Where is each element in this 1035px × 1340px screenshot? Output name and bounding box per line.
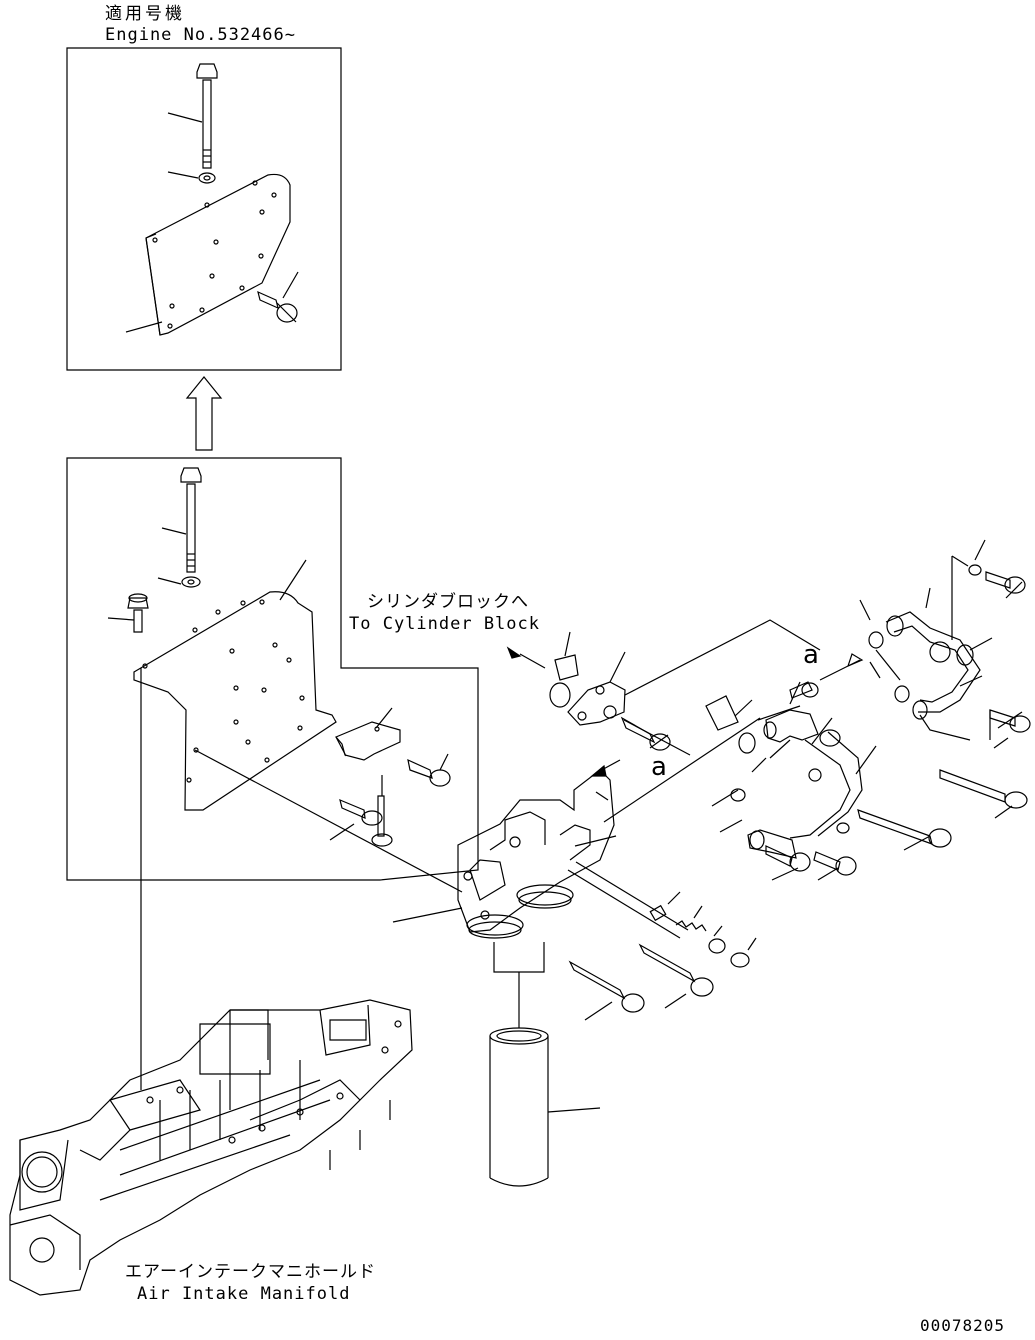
drawing-number: 00078205 <box>920 1316 1006 1335</box>
detail-box-upper <box>67 48 341 370</box>
detail-box-lower <box>67 458 478 880</box>
manifold-label-jp: エアーインテークマニホールド <box>125 1262 376 1282</box>
right-tube-assembly <box>860 540 1030 818</box>
engine-number-label: Engine No.532466~ <box>105 25 296 45</box>
filter-mount-bolts <box>568 862 713 1020</box>
manifold-label-en: Air Intake Manifold <box>137 1284 351 1304</box>
reference-letter-a-left: a <box>651 752 667 782</box>
detail-arrow <box>187 377 221 450</box>
upper-long-bolt <box>168 64 217 168</box>
cylinder-block-label-en: To Cylinder Block <box>349 614 540 634</box>
lower-side-bolt <box>108 594 148 632</box>
lower-bracket <box>134 560 336 810</box>
filter-element <box>490 1028 600 1186</box>
cylinder-block-label-jp: シリンダブロックへ <box>367 592 529 612</box>
lower-washer <box>158 577 200 587</box>
applicable-label-jp: 適用号機 <box>105 4 185 24</box>
upper-small-bolt <box>258 272 298 322</box>
mid-tube-assembly <box>706 654 951 880</box>
lower-bracket-bolts <box>330 754 450 846</box>
relief-valve-parts <box>650 892 756 967</box>
air-intake-manifold <box>10 1000 412 1295</box>
arrow-a-mid <box>592 760 620 776</box>
filter-head <box>393 770 616 938</box>
cylinder-gasket <box>508 632 578 707</box>
upper-bracket <box>126 174 290 335</box>
elbow-flange <box>568 620 820 822</box>
upper-washer <box>168 172 215 183</box>
lower-small-bracket <box>336 708 400 760</box>
reference-letter-a-right: a <box>803 640 819 670</box>
leader-bracket-filter <box>195 750 462 892</box>
lower-long-bolt <box>162 468 201 572</box>
filter-bracket-lines <box>494 942 544 1028</box>
